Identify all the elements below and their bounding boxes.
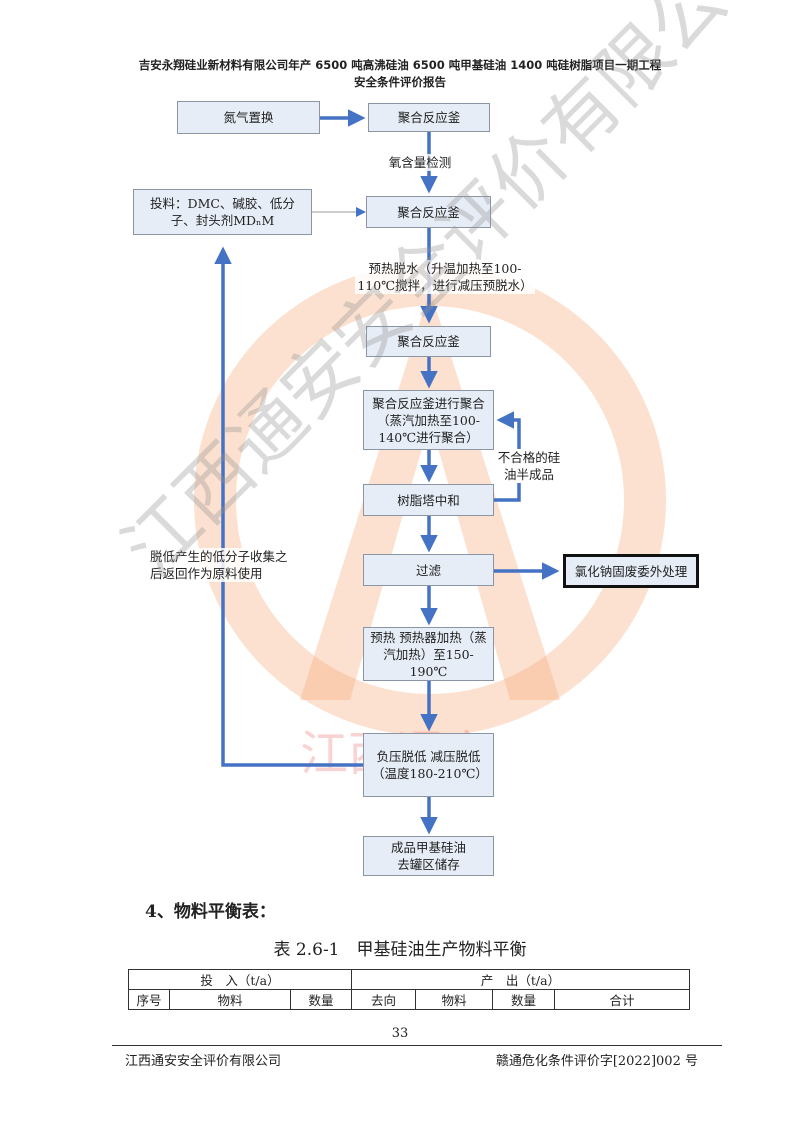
product-storage-box: 成品甲基硅油去罐区储存	[363, 836, 494, 876]
material-balance-table: 投 入（t/a） 产 出（t/a） 序号 物料 数量 去向 物料 数量 合计	[128, 969, 690, 1010]
reactor-box-3: 聚合反应釜	[366, 326, 491, 357]
col-header: 序号	[128, 989, 170, 1010]
table-group-row: 投 入（t/a） 产 出（t/a）	[128, 969, 690, 990]
header-title: 吉安永翔硅业新材料有限公司年产 6500 吨高沸硅油 6500 吨甲基硅油 14…	[138, 58, 662, 72]
dehydrate-label: 预热脱水（升温加热至100-110℃搅拌，进行减压预脱水）	[355, 260, 535, 294]
footer-doc-number: 赣通危化条件评价字[2022]002 号	[495, 1054, 698, 1069]
devolatilization-box: 负压脱低 减压脱低（温度180-210℃）	[363, 733, 494, 797]
col-header: 物料	[415, 989, 493, 1010]
table-header-row: 序号 物料 数量 去向 物料 数量 合计	[128, 989, 690, 1010]
footer-company: 江西通安安全评价有限公司	[125, 1054, 282, 1069]
reactor-box-2: 聚合反应釜	[366, 196, 491, 228]
col-header: 数量	[492, 989, 555, 1010]
col-header: 物料	[169, 989, 291, 1010]
reactor-box-1: 聚合反应釜	[368, 103, 490, 132]
neutralization-box: 树脂塔中和	[363, 484, 494, 516]
filter-box: 过滤	[363, 554, 494, 586]
unqualified-label: 不合格的硅油半成品	[497, 449, 561, 483]
polymerization-box: 聚合反应釜进行聚合（蒸汽加热至100-140℃进行聚合）	[363, 390, 494, 450]
oxygen-check-label: 氧含量检测	[375, 154, 465, 171]
header-subtitle: 安全条件评价报告	[354, 75, 446, 89]
preheat-box: 预热 预热器加热（蒸汽加热）至150-190℃	[363, 627, 494, 681]
table-caption: 表 2.6-1 甲基硅油生产物料平衡	[273, 940, 527, 960]
col-header: 合计	[554, 989, 690, 1010]
nitrogen-replacement-box: 氮气置换	[177, 101, 320, 134]
page-number: 33	[391, 1026, 409, 1041]
section-heading: 4、物料平衡表：	[145, 902, 276, 922]
footer-divider	[112, 1045, 722, 1046]
nacl-disposal-box: 氯化钠固废委外处理	[563, 554, 699, 588]
feed-box: 投料：DMC、碱胶、低分子、封头剂MDₙM	[133, 189, 312, 235]
recycle-label: 脱低产生的低分子收集之后返回作为原料使用	[150, 548, 296, 582]
